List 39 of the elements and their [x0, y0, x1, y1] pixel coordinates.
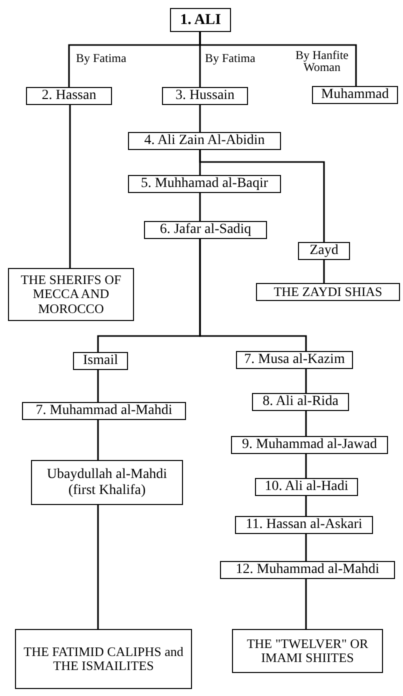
lineage-box: THE "TWELVER" OR IMAMI SHIITES	[232, 629, 383, 673]
connector-line	[97, 420, 99, 460]
connector-line	[199, 32, 357, 86]
name-box: 1. ALI	[170, 8, 231, 32]
lineage-box: THE FATIMID CALIPHS and THE ISMAILITES	[15, 629, 192, 689]
name-box: 7. Muhammad al-Mahdi	[22, 402, 186, 420]
name-box: 10. Ali al-Hadi	[255, 478, 358, 496]
name-box: 7. Musa al-Kazim	[236, 351, 353, 369]
edge-label: By Fatima	[76, 52, 126, 64]
connector-line	[305, 579, 307, 629]
connector-line	[305, 411, 307, 436]
name-box: 11. Hassan al-Askari	[235, 516, 373, 534]
connector-line	[305, 496, 307, 516]
name-box: 9. Muhammad al-Jawad	[231, 436, 388, 454]
edge-label: By Fatima	[205, 52, 256, 64]
lineage-box: THE ZAYDI SHIAS	[256, 283, 400, 301]
name-box: 6. Jafar al-Sadiq	[144, 221, 267, 239]
name-box: Zayd	[298, 242, 350, 260]
name-box: Ismail	[73, 352, 128, 370]
name-box: 3. Hussain	[162, 87, 248, 105]
connector-line	[97, 370, 99, 402]
name-box: 5. Muhhamad al-Baqir	[128, 175, 281, 193]
connector-line	[199, 150, 325, 242]
connector-line	[199, 193, 201, 221]
connector-line	[199, 105, 201, 132]
connector-line	[323, 260, 325, 283]
name-box: Muhammad	[312, 86, 398, 104]
connector-line	[199, 239, 307, 351]
name-box: 4. Ali Zain Al-Abidin	[128, 132, 281, 150]
name-box: Ubaydullah al-Mahdi (first Khalifa)	[31, 460, 183, 505]
name-box: 12. Muhammad al-Mahdi	[220, 561, 395, 579]
connector-line	[305, 534, 307, 561]
name-box: 8. Ali al-Rida	[252, 393, 349, 411]
connector-line	[97, 505, 99, 629]
lineage-box: THE SHERIFS OF MECCA AND MOROCCO	[8, 268, 134, 321]
connector-line	[305, 369, 307, 393]
name-box: 2. Hassan	[26, 87, 112, 105]
connector-line	[69, 105, 71, 268]
connector-line	[305, 454, 307, 478]
